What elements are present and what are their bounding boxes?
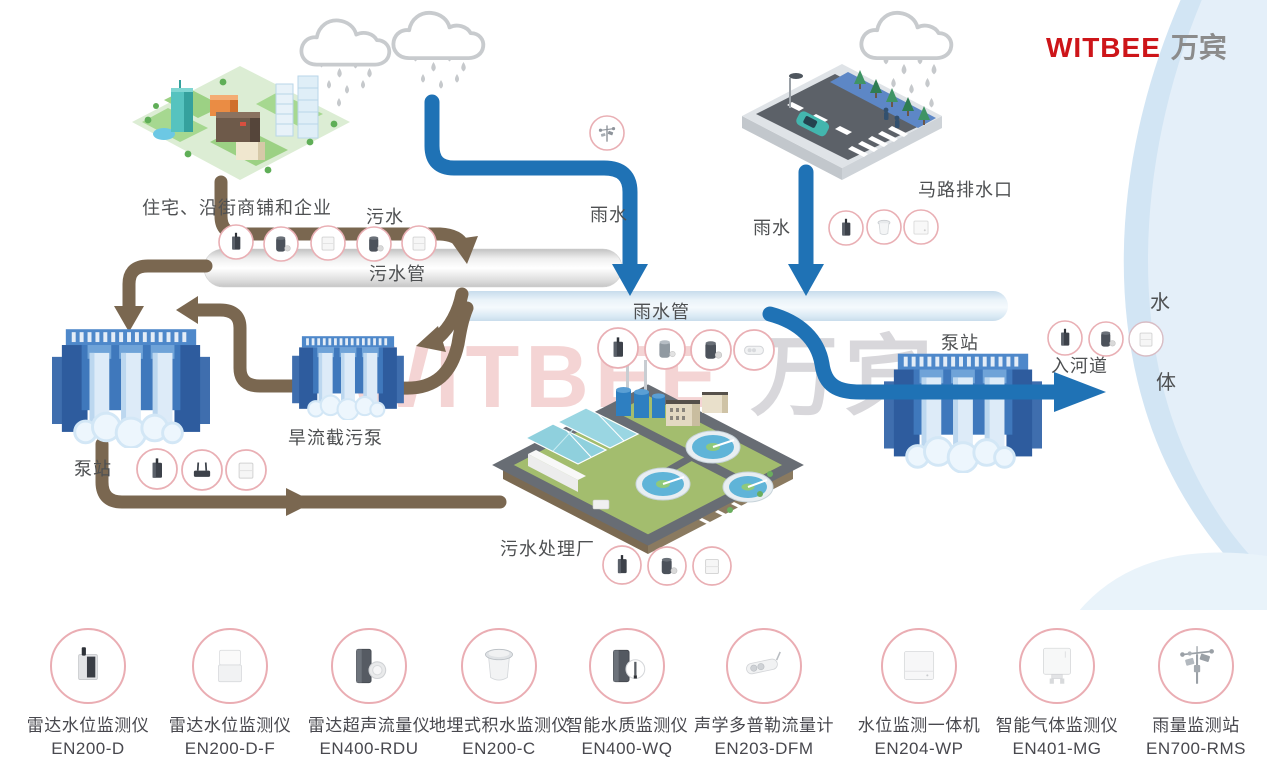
rain-flow-arrowheads — [612, 264, 824, 296]
product-name: 智能水质监测仪 — [565, 716, 689, 735]
product-name: 声学多普勒流量计 — [694, 716, 834, 735]
product-model: EN400-WQ — [581, 739, 673, 758]
product-name: 智能气体监测仪 — [995, 716, 1119, 735]
radar-level-sensor-icon — [828, 210, 864, 246]
product-card: 智能水质监测仪 EN400-WQ — [552, 628, 702, 759]
white-box-sensor-icon — [310, 225, 346, 261]
pump-station-right-illustration — [884, 352, 1042, 473]
river-illustration — [1078, 0, 1267, 612]
into-river-label: 入河道 — [1051, 356, 1108, 376]
pump-station-left-illustration — [52, 327, 210, 448]
radar-level-sensor-icon — [136, 448, 178, 490]
doppler-flow-sensor-icon — [733, 329, 775, 371]
radar-ultrasonic-flow-meter-icon — [331, 628, 407, 704]
rain-label-left: 雨水 — [590, 205, 628, 225]
diagram-canvas — [52, 0, 1267, 612]
white-box-sensor-icon — [401, 225, 437, 261]
dry-flow-pump-label: 旱流截污泵 — [288, 428, 383, 448]
product-name: 雨量监测站 — [1152, 716, 1240, 735]
water-quality-sensor-icon — [690, 329, 732, 371]
product-card: 雷达水位监测仪 EN200-D — [13, 628, 163, 759]
white-box-sensor-icon — [225, 449, 267, 491]
product-legend-row: 雷达水位监测仪 EN200-D 雷达水位监测仪 EN200-D-F — [0, 610, 1267, 769]
product-card: 雨量监测站 EN700-RMS — [1121, 628, 1267, 759]
product-name: 雷达超声流量仪 — [307, 716, 431, 735]
radar-level-sensor-icon — [602, 545, 642, 585]
rain-pipe-label: 雨水管 — [633, 302, 690, 322]
city-label: 住宅、沿街商铺和企业 — [142, 198, 332, 218]
sewage-flow-arrowheads — [114, 236, 478, 516]
product-card: 雷达超声流量仪 EN400-RDU — [294, 628, 444, 759]
product-model: EN200-D — [51, 739, 125, 758]
product-card: 智能气体监测仪 EN401-MG — [982, 628, 1132, 759]
product-model: EN400-RDU — [319, 739, 419, 758]
dry-flow-interception-pump-illustration — [292, 335, 404, 420]
sewage-label: 污水 — [366, 207, 404, 227]
product-name: 地埋式积水监测仪 — [429, 716, 569, 735]
white-flat-sensor-icon — [903, 209, 939, 245]
rainfall-monitoring-station-icon — [1158, 628, 1234, 704]
product-name: 雷达水位监测仪 — [168, 716, 292, 735]
flow-meter-sensor-icon — [356, 226, 392, 262]
buried-water-accumulation-monitor-icon — [461, 628, 537, 704]
product-model: EN401-MG — [1012, 739, 1102, 758]
radar-level-sensor-icon — [218, 224, 254, 260]
road-outlet-label: 马路排水口 — [918, 180, 1013, 200]
river-outflow-pipe — [762, 306, 1106, 412]
sensor-markers — [136, 115, 1164, 586]
gateway-router-sensor-icon — [181, 449, 223, 491]
ultrasonic-flow-sensor-icon — [644, 328, 686, 370]
water-quality-sensor-icon — [263, 226, 299, 262]
water-body-label-1: 水 — [1150, 292, 1171, 314]
radar-level-sensor-icon — [597, 327, 639, 369]
logo-brand-en: WITBEE — [1046, 32, 1161, 63]
water-level-monitor-all-in-one-icon — [881, 628, 957, 704]
radar-water-level-monitor-f-icon — [192, 628, 268, 704]
product-model: EN700-RMS — [1146, 739, 1246, 758]
logo-brand-cn: 万宾 — [1170, 32, 1227, 63]
product-model: EN204-WP — [874, 739, 964, 758]
radar-water-level-monitor-icon — [50, 628, 126, 704]
weather-station-sensor-icon — [589, 115, 625, 151]
product-card: 地埋式积水监测仪 EN200-C — [424, 628, 574, 759]
pump-station-right-label: 泵站 — [941, 333, 979, 353]
product-model: EN200-C — [462, 739, 536, 758]
buried-water-sensor-icon — [866, 209, 902, 245]
radar-level-sensor-icon — [1047, 320, 1083, 356]
rain-pipe-shape — [456, 291, 1008, 321]
gas-monitor-sensor-icon — [1128, 321, 1164, 357]
product-name: 雷达水位监测仪 — [26, 716, 150, 735]
rain-flow-pipes — [424, 94, 814, 274]
water-body-label-2: 体 — [1156, 372, 1177, 394]
product-card: 雷达水位监测仪 EN200-D-F — [155, 628, 305, 759]
smart-gas-monitor-icon — [1019, 628, 1095, 704]
pump-station-left-label: 泵站 — [74, 459, 112, 479]
city-illustration — [132, 66, 350, 180]
smart-water-quality-monitor-icon — [589, 628, 665, 704]
witbee-logo: WITBEE 万宾 — [1046, 26, 1227, 66]
rain-label-right: 雨水 — [753, 218, 791, 238]
product-model: EN200-D-F — [184, 739, 276, 758]
treatment-plant-illustration — [492, 360, 804, 554]
product-name: 水位监测一体机 — [857, 716, 981, 735]
road-illustration — [742, 64, 942, 180]
water-quality-sensor-icon — [1088, 321, 1124, 357]
product-model: EN203-DFM — [714, 739, 814, 758]
acoustic-doppler-flow-meter-icon — [726, 628, 802, 704]
ultrasonic-flow-sensor-icon — [647, 546, 687, 586]
treatment-plant-label: 污水处理厂 — [500, 539, 595, 559]
sewage-pipe-label: 污水管 — [369, 264, 426, 284]
product-card: 声学多普勒流量计 EN203-DFM — [689, 628, 839, 759]
white-box-sensor-icon — [692, 546, 732, 586]
product-card: 水位监测一体机 EN204-WP — [844, 628, 994, 759]
